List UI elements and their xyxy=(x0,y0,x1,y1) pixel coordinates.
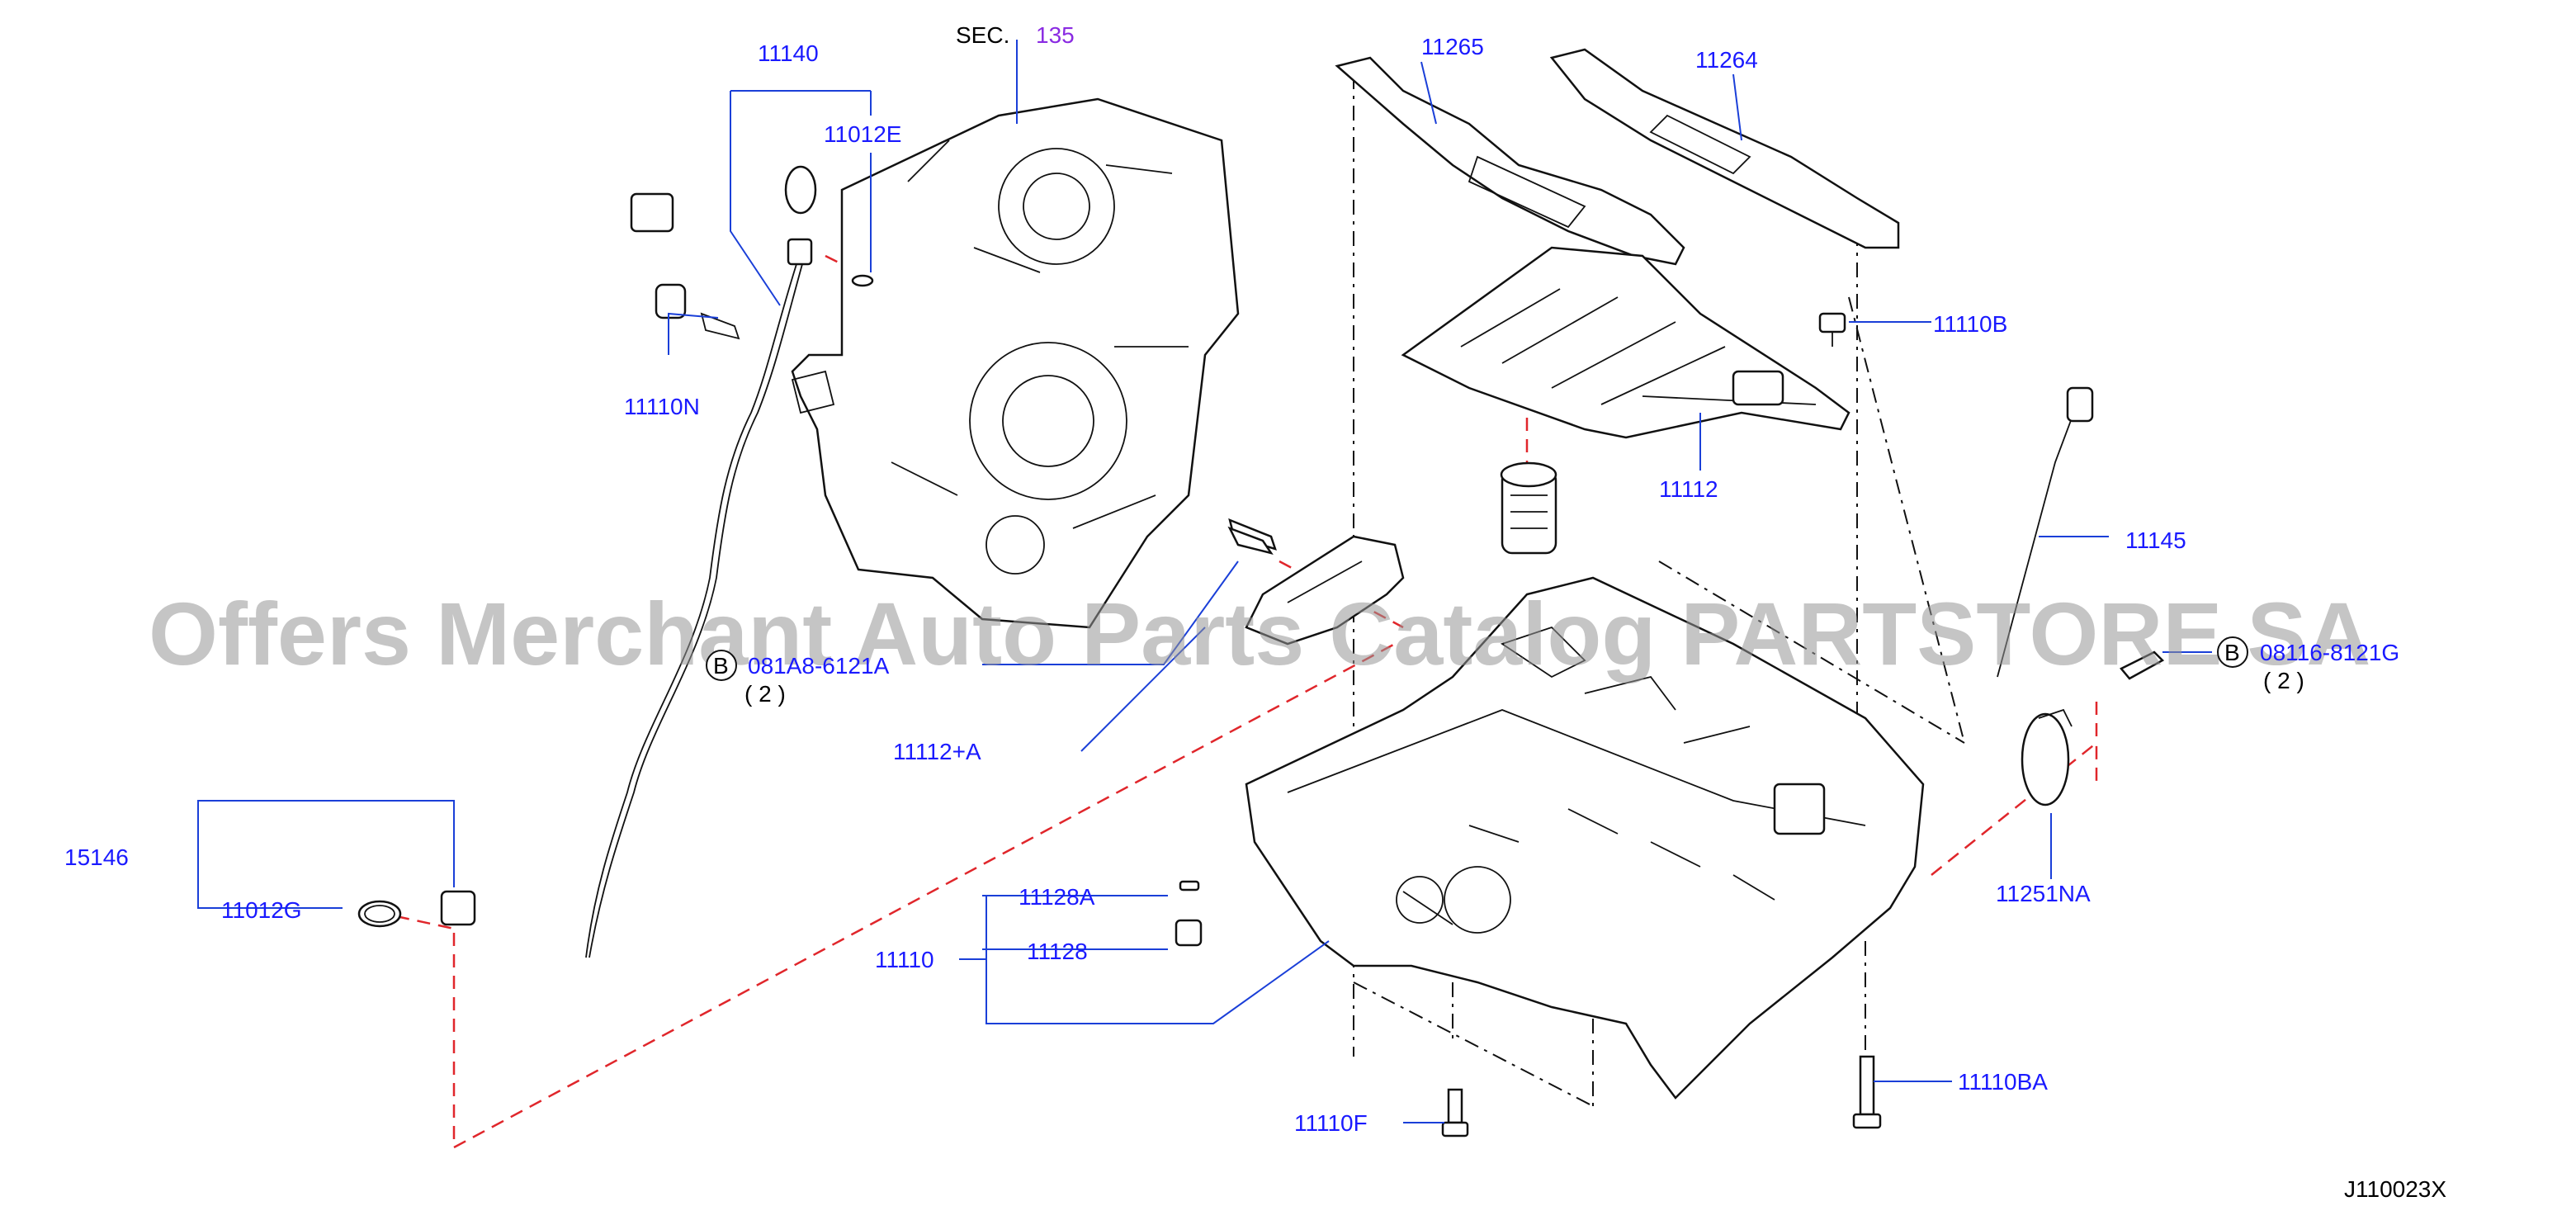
bolts-group xyxy=(357,312,2165,1138)
part-labels: SEC. 135 11140 11012E 11110N 11265 11264… xyxy=(64,22,2446,1202)
label-11251NA[interactable]: 11251NA xyxy=(1996,881,2091,906)
label-11110N[interactable]: 11110N xyxy=(624,394,700,419)
diagram-id: J110023X xyxy=(2344,1176,2446,1202)
qty-08116: ( 2 ) xyxy=(2263,668,2304,693)
assembly-red-lines xyxy=(395,254,2098,1150)
dipstick-11145-part xyxy=(1997,386,2094,678)
label-11128A[interactable]: 11128A xyxy=(1019,884,1095,910)
label-11265[interactable]: 11265 xyxy=(1421,34,1484,59)
bolt-symbol-b xyxy=(2217,636,2248,668)
oil-strainer-part xyxy=(1500,461,1557,555)
label-11112-A[interactable]: 11112+A xyxy=(893,739,981,764)
sec-number-link[interactable]: 135 xyxy=(1036,22,1075,48)
label-11128[interactable]: 11128 xyxy=(1027,939,1088,964)
label-11110BA[interactable]: 11110BA xyxy=(1958,1069,2048,1095)
oil-dipstick-part xyxy=(585,165,874,958)
label-11110[interactable]: 11110 xyxy=(875,947,934,972)
dipstick-tube-part xyxy=(440,192,740,926)
label-15146[interactable]: 15146 xyxy=(64,844,129,870)
rear-seal-part xyxy=(2021,708,2073,806)
label-11110B[interactable]: 11110B xyxy=(1933,311,2007,337)
label-11110F[interactable]: 11110F xyxy=(1294,1110,1368,1136)
bolt-symbol-a-text: B xyxy=(713,653,729,679)
label-11012E[interactable]: 11012E xyxy=(824,121,901,147)
leader-lines xyxy=(197,40,2212,1123)
label-081A8-6121A[interactable]: 081A8-6121A xyxy=(748,653,890,679)
baffle-plate-part xyxy=(1401,246,1850,439)
label-11012G[interactable]: 11012G xyxy=(221,897,302,923)
bolt-symbol-b-text: B xyxy=(2224,640,2240,665)
label-08116-8121G[interactable]: 08116-8121G xyxy=(2260,640,2399,665)
sec-prefix-label: SEC. xyxy=(956,22,1009,48)
bolt-symbol-a xyxy=(706,650,737,681)
gasket-11264-part xyxy=(1549,48,1900,249)
label-11140[interactable]: 11140 xyxy=(758,40,819,66)
label-11112[interactable]: 11112 xyxy=(1659,476,1718,502)
label-11264[interactable]: 11264 xyxy=(1695,47,1758,73)
cylinder-block-part xyxy=(1245,576,1925,1100)
front-cover-part xyxy=(791,97,1240,629)
label-11145[interactable]: 11145 xyxy=(2125,527,2186,553)
watermark-text: Offers Merchant Auto Parts Catalog PARTS… xyxy=(149,584,2370,683)
qty-081A8: ( 2 ) xyxy=(744,681,786,707)
gasket-11265-part xyxy=(1335,56,1685,266)
